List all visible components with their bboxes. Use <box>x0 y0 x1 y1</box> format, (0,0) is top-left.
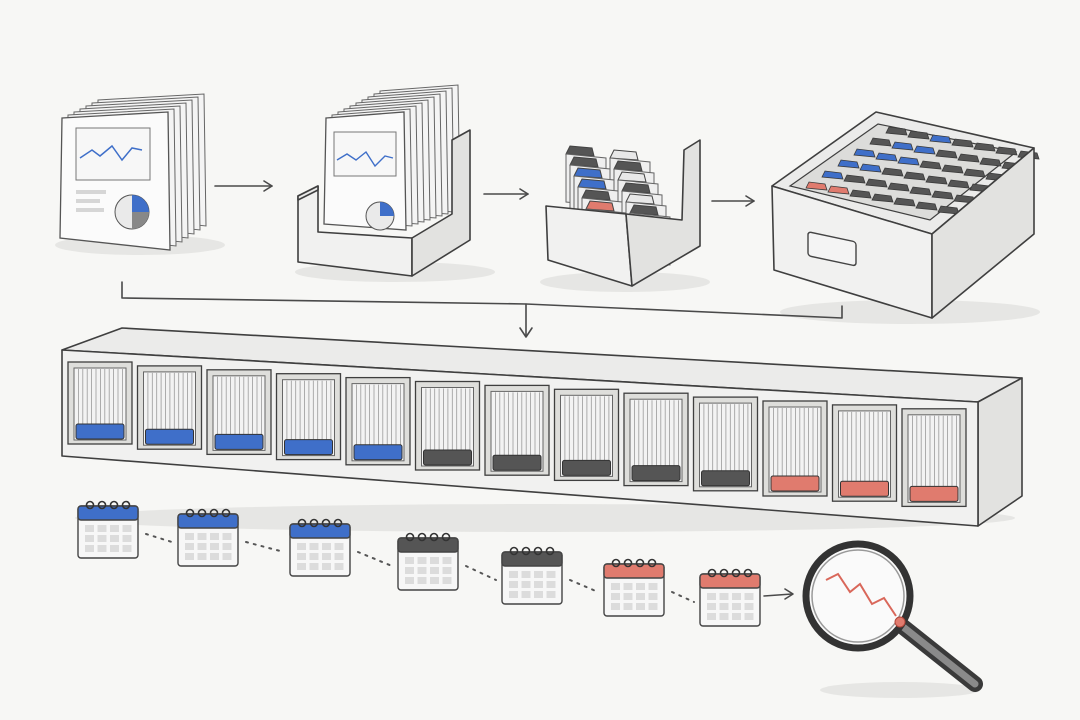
calendar-icon <box>77 500 139 559</box>
folder-tab <box>937 205 960 215</box>
folder-tab <box>935 149 958 159</box>
connector-line <box>121 281 843 338</box>
folder-tab <box>609 149 639 161</box>
timeline-dotted-line <box>245 541 285 553</box>
magnifying-glass-icon <box>802 540 983 698</box>
folder-tab <box>629 204 659 216</box>
folder-tab <box>897 156 920 166</box>
file-drawer-icon <box>771 111 1040 324</box>
folder-tab <box>569 156 599 168</box>
color-label <box>631 465 681 482</box>
folder-tab <box>887 182 910 192</box>
folder-tab <box>827 185 850 195</box>
folder-tab <box>875 152 898 162</box>
folder-tab <box>859 163 882 173</box>
folder-tab <box>853 148 876 158</box>
document-holder-icon <box>295 84 495 282</box>
color-label <box>840 480 889 497</box>
archive-shelf-icon <box>61 327 1023 532</box>
folder-tab <box>893 197 916 207</box>
calendar-timeline <box>77 500 794 627</box>
folder-tab <box>925 175 948 185</box>
folder-tab <box>947 179 970 189</box>
folder-tab <box>805 181 828 191</box>
arrow-icon <box>711 195 755 207</box>
calendar-icon <box>397 532 459 591</box>
folder-tab <box>865 178 888 188</box>
timeline-dotted-line <box>569 579 599 593</box>
timeline-dotted-line <box>145 533 173 543</box>
folder-tab <box>891 141 914 151</box>
color-label <box>492 454 542 471</box>
folder-tab <box>903 171 926 181</box>
color-label <box>423 449 472 466</box>
folder-tab <box>837 159 860 169</box>
calendar-icon <box>699 568 761 627</box>
folder-tab <box>843 174 866 184</box>
color-label <box>770 475 820 492</box>
arrow-icon <box>483 188 529 200</box>
arrow-icon <box>763 588 794 600</box>
folder-tab <box>849 189 872 199</box>
folder-tab <box>973 142 996 152</box>
timeline-dotted-line <box>671 591 695 603</box>
tabbed-file-box-icon <box>540 139 710 292</box>
folder-tab <box>585 200 615 212</box>
folder-tab <box>625 193 655 205</box>
folder-tab <box>881 167 904 177</box>
calendar-icon <box>289 518 351 577</box>
folder-tab <box>617 171 647 183</box>
document-stack-icon <box>55 93 225 255</box>
folder-tab <box>577 178 607 190</box>
color-label <box>145 428 194 445</box>
color-label <box>214 433 264 450</box>
folder-tab <box>941 164 964 174</box>
folder-tab <box>871 193 894 203</box>
folder-tab <box>581 189 611 201</box>
drawer-handle-icon <box>807 231 857 267</box>
color-label <box>562 459 611 476</box>
folder-tab <box>957 153 980 163</box>
calendar-icon <box>177 508 239 567</box>
folder-tab <box>919 160 942 170</box>
folder-tab <box>869 137 892 147</box>
folder-tab <box>885 126 908 136</box>
folder-tab <box>953 194 976 204</box>
folder-tab <box>951 138 974 148</box>
folder-tab <box>963 168 986 178</box>
color-label <box>909 485 959 502</box>
folder-tab <box>929 134 952 144</box>
timeline-dotted-line <box>357 551 393 567</box>
color-label <box>701 470 750 487</box>
folder-tab <box>913 145 936 155</box>
folder-tab <box>621 182 651 194</box>
color-label <box>353 444 403 461</box>
folder-tab <box>907 130 930 140</box>
folder-tab <box>931 190 954 200</box>
folder-tab <box>821 170 844 180</box>
timeline-dotted-line <box>465 565 497 581</box>
folder-tab <box>915 201 938 211</box>
folder-tab <box>613 160 643 172</box>
arrow-icon <box>214 180 273 192</box>
folder-tab <box>909 186 932 196</box>
color-label <box>75 423 125 440</box>
color-label <box>284 439 333 456</box>
folder-tab <box>573 167 603 179</box>
calendar-icon <box>603 558 665 617</box>
folder-tab <box>995 146 1018 156</box>
calendar-icon <box>501 546 563 605</box>
folder-tab <box>979 157 1002 167</box>
folder-tab <box>565 145 595 157</box>
